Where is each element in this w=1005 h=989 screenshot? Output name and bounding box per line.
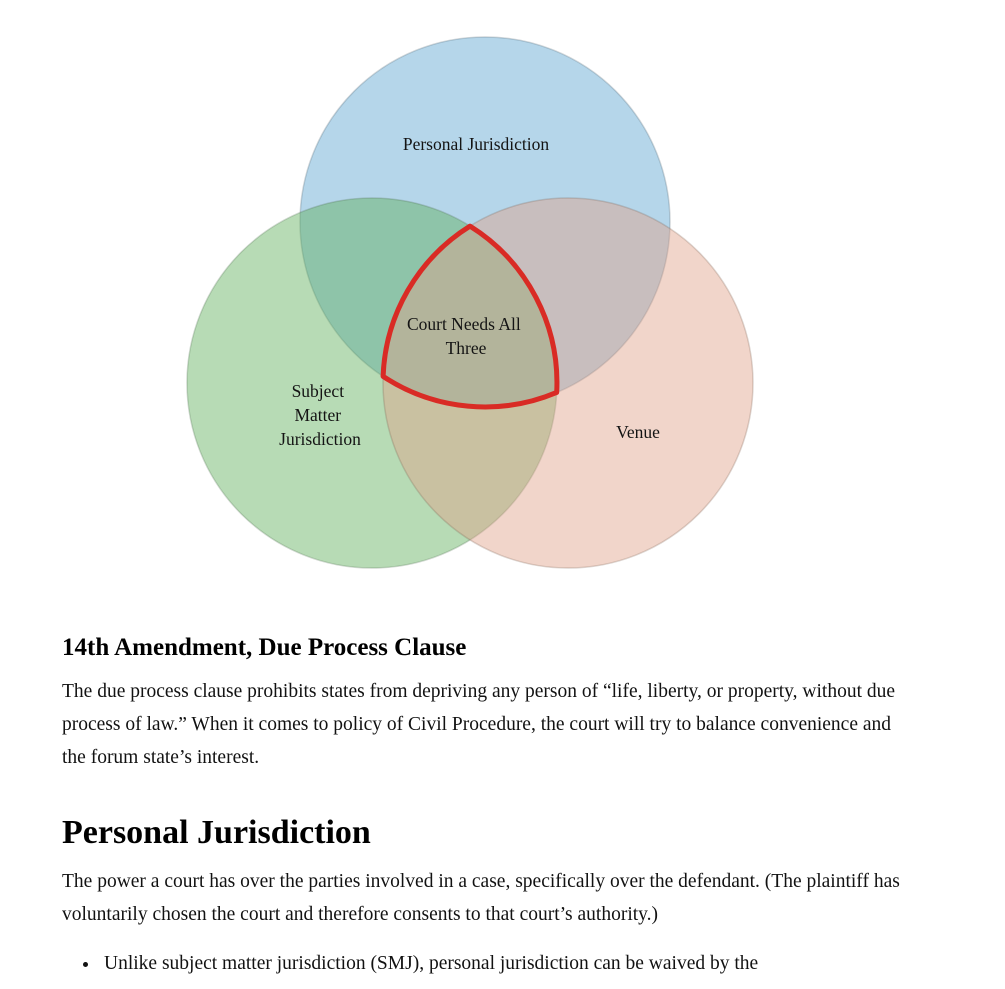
triple-intersection-outline: [380, 223, 560, 410]
personal-jurisdiction-bullet-list: Unlike subject matter jurisdiction (SMJ)…: [62, 948, 910, 979]
venn-label-line-court-needs-all: Court Needs All: [407, 314, 521, 334]
paragraph-due-process: The due process clause prohibits states …: [62, 681, 896, 768]
venn-diagram: Personal Jurisdiction Subject Matter Jur…: [186, 36, 754, 569]
venn-diagram-svg: Personal Jurisdiction Subject Matter Jur…: [186, 36, 754, 569]
paragraph-personal-jurisdiction: The power a court has over the parties i…: [62, 871, 900, 925]
venn-label-line-jurisdiction: Jurisdiction: [279, 429, 361, 449]
heading-personal-jurisdiction: Personal Jurisdiction: [62, 814, 371, 852]
venn-circle-venue: [382, 197, 754, 569]
venn-label-line-matter: Matter: [294, 405, 341, 425]
list-item: Unlike subject matter jurisdiction (SMJ)…: [100, 948, 910, 979]
venn-label-center: Court Needs All Three: [407, 314, 525, 358]
venn-label-personal-jurisdiction: Personal Jurisdiction: [403, 134, 550, 154]
notes-content: 14th Amendment, Due Process Clause The d…: [62, 634, 910, 979]
heading-14th-amendment-due-process-clause: 14th Amendment, Due Process Clause: [62, 634, 467, 661]
venn-label-subject-matter-jurisdiction: Subject Matter Jurisdiction: [279, 381, 361, 449]
venn-label-venue: Venue: [616, 422, 660, 442]
venn-label-line-subject: Subject: [292, 381, 345, 401]
venn-label-line-three: Three: [446, 338, 487, 358]
